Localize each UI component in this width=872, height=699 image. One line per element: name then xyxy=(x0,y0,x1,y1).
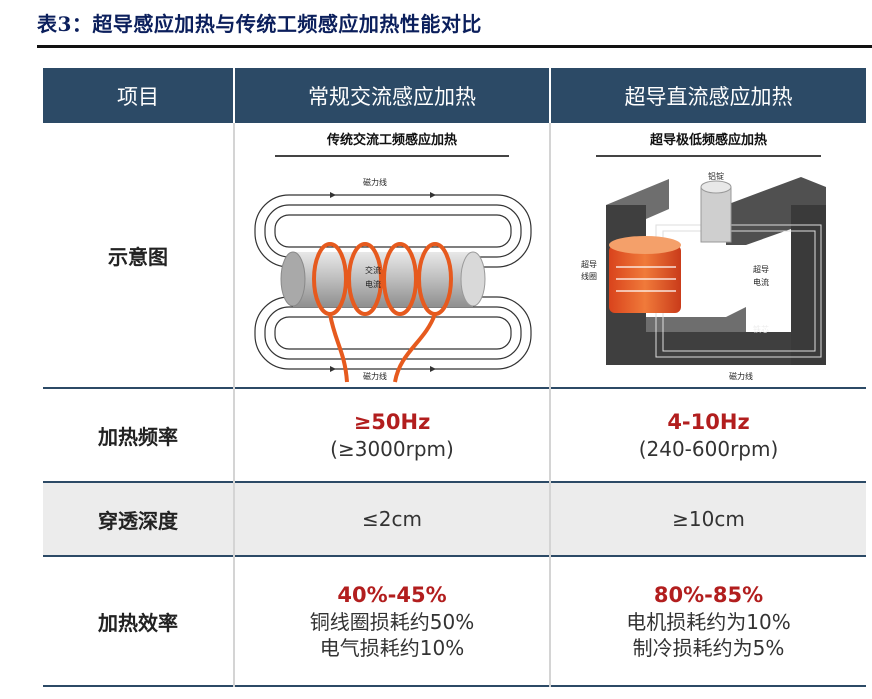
coil-label-line2: 线圈 xyxy=(581,271,597,281)
current-label-line1: 交流 xyxy=(365,265,381,275)
coil-label-line1: 超导 xyxy=(581,259,597,269)
frequency-superconducting-rpm: (240-600rpm) xyxy=(638,436,779,461)
flux-label-bottom: 磁力线 xyxy=(363,371,387,381)
efficiency-superconducting-note2: 制冷损耗约为5% xyxy=(632,635,785,660)
header-conventional: 常规交流感应加热 xyxy=(234,68,551,123)
frequency-conventional-value: ≥50Hz xyxy=(353,409,431,434)
header-item: 项目 xyxy=(43,68,235,123)
diagram-title-rule xyxy=(596,154,821,157)
frequency-conventional-cell: ≥50Hz (≥3000rpm) xyxy=(234,388,551,482)
conventional-diagram-title: 传统交流工频感应加热 xyxy=(326,132,457,148)
depth-superconducting-value: ≥10cm xyxy=(550,482,866,556)
conventional-diagram-cell: 传统交流工频感应加热 xyxy=(234,123,551,388)
superconducting-diagram-cell: 超导极低频感应加热 xyxy=(550,123,866,388)
efficiency-row-label: 加热效率 xyxy=(43,556,235,686)
superconducting-diagram-title: 超导极低频感应加热 xyxy=(649,132,767,148)
efficiency-conventional-value: 40%-45% xyxy=(337,582,447,607)
frequency-superconducting-value: 4-10Hz xyxy=(667,409,750,434)
efficiency-conventional-note1: 铜线圈损耗约50% xyxy=(309,609,475,634)
efficiency-superconducting-cell: 80%-85% 电机损耗约为10% 制冷损耗约为5% xyxy=(550,556,866,686)
frequency-conventional-rpm: (≥3000rpm) xyxy=(330,436,454,461)
depth-row: 穿透深度 ≤2cm ≥10cm xyxy=(43,482,866,556)
sc-current-label-line2: 电流 xyxy=(753,277,769,287)
efficiency-conventional-note2: 电气损耗约10% xyxy=(319,635,465,660)
depth-conventional-value: ≤2cm xyxy=(234,482,551,556)
efficiency-superconducting-note1: 电机损耗约为10% xyxy=(626,609,791,634)
frequency-row-label: 加热频率 xyxy=(43,388,235,482)
flux-label-top: 磁力线 xyxy=(363,177,387,187)
diagram-row-label: 示意图 xyxy=(43,123,235,388)
diagram-row: 示意图 传统交流工频感应加热 xyxy=(43,123,866,388)
diagram-title-rule xyxy=(275,154,509,157)
table-caption: 表3：超导感应加热与传统工频感应加热性能对比 xyxy=(37,12,482,36)
efficiency-row: 加热效率 40%-45% 铜线圈损耗约50% 电气损耗约10% 80%-85% … xyxy=(43,556,866,686)
table-header-row: 项目 常规交流感应加热 超导直流感应加热 xyxy=(43,68,866,123)
core-label: 铁芯 xyxy=(753,324,769,334)
frequency-row: 加热频率 ≥50Hz (≥3000rpm) 4-10Hz (240-600rpm… xyxy=(43,388,866,482)
current-label-line2: 电流 xyxy=(365,279,381,289)
current-label-bg xyxy=(741,258,781,291)
caption-rule xyxy=(37,45,872,48)
conventional-diagram: 传统交流工频感应加热 xyxy=(235,127,549,384)
superconducting-core-illustration: 铝锭 超导 线圈 超导 电流 铁芯 磁力线 xyxy=(581,171,826,381)
efficiency-superconducting-value: 80%-85% xyxy=(653,582,764,607)
frequency-superconducting-cell: 4-10Hz (240-600rpm) xyxy=(550,388,866,482)
header-superconducting: 超导直流感应加热 xyxy=(550,68,866,123)
comparison-table: 项目 常规交流感应加热 超导直流感应加热 示意图 传统交流工频感应加热 xyxy=(43,68,866,687)
depth-row-label: 穿透深度 xyxy=(43,482,235,556)
sc-current-label-line1: 超导 xyxy=(753,264,769,274)
efficiency-conventional-cell: 40%-45% 铜线圈损耗约50% 电气损耗约10% xyxy=(234,556,551,686)
induction-coil-illustration: 磁力线 磁力线 交流 电流 xyxy=(254,177,532,382)
billet-label: 铝锭 xyxy=(708,171,724,181)
sc-flux-label: 磁力线 xyxy=(729,371,753,381)
superconducting-diagram: 超导极低频感应加热 xyxy=(551,127,866,384)
